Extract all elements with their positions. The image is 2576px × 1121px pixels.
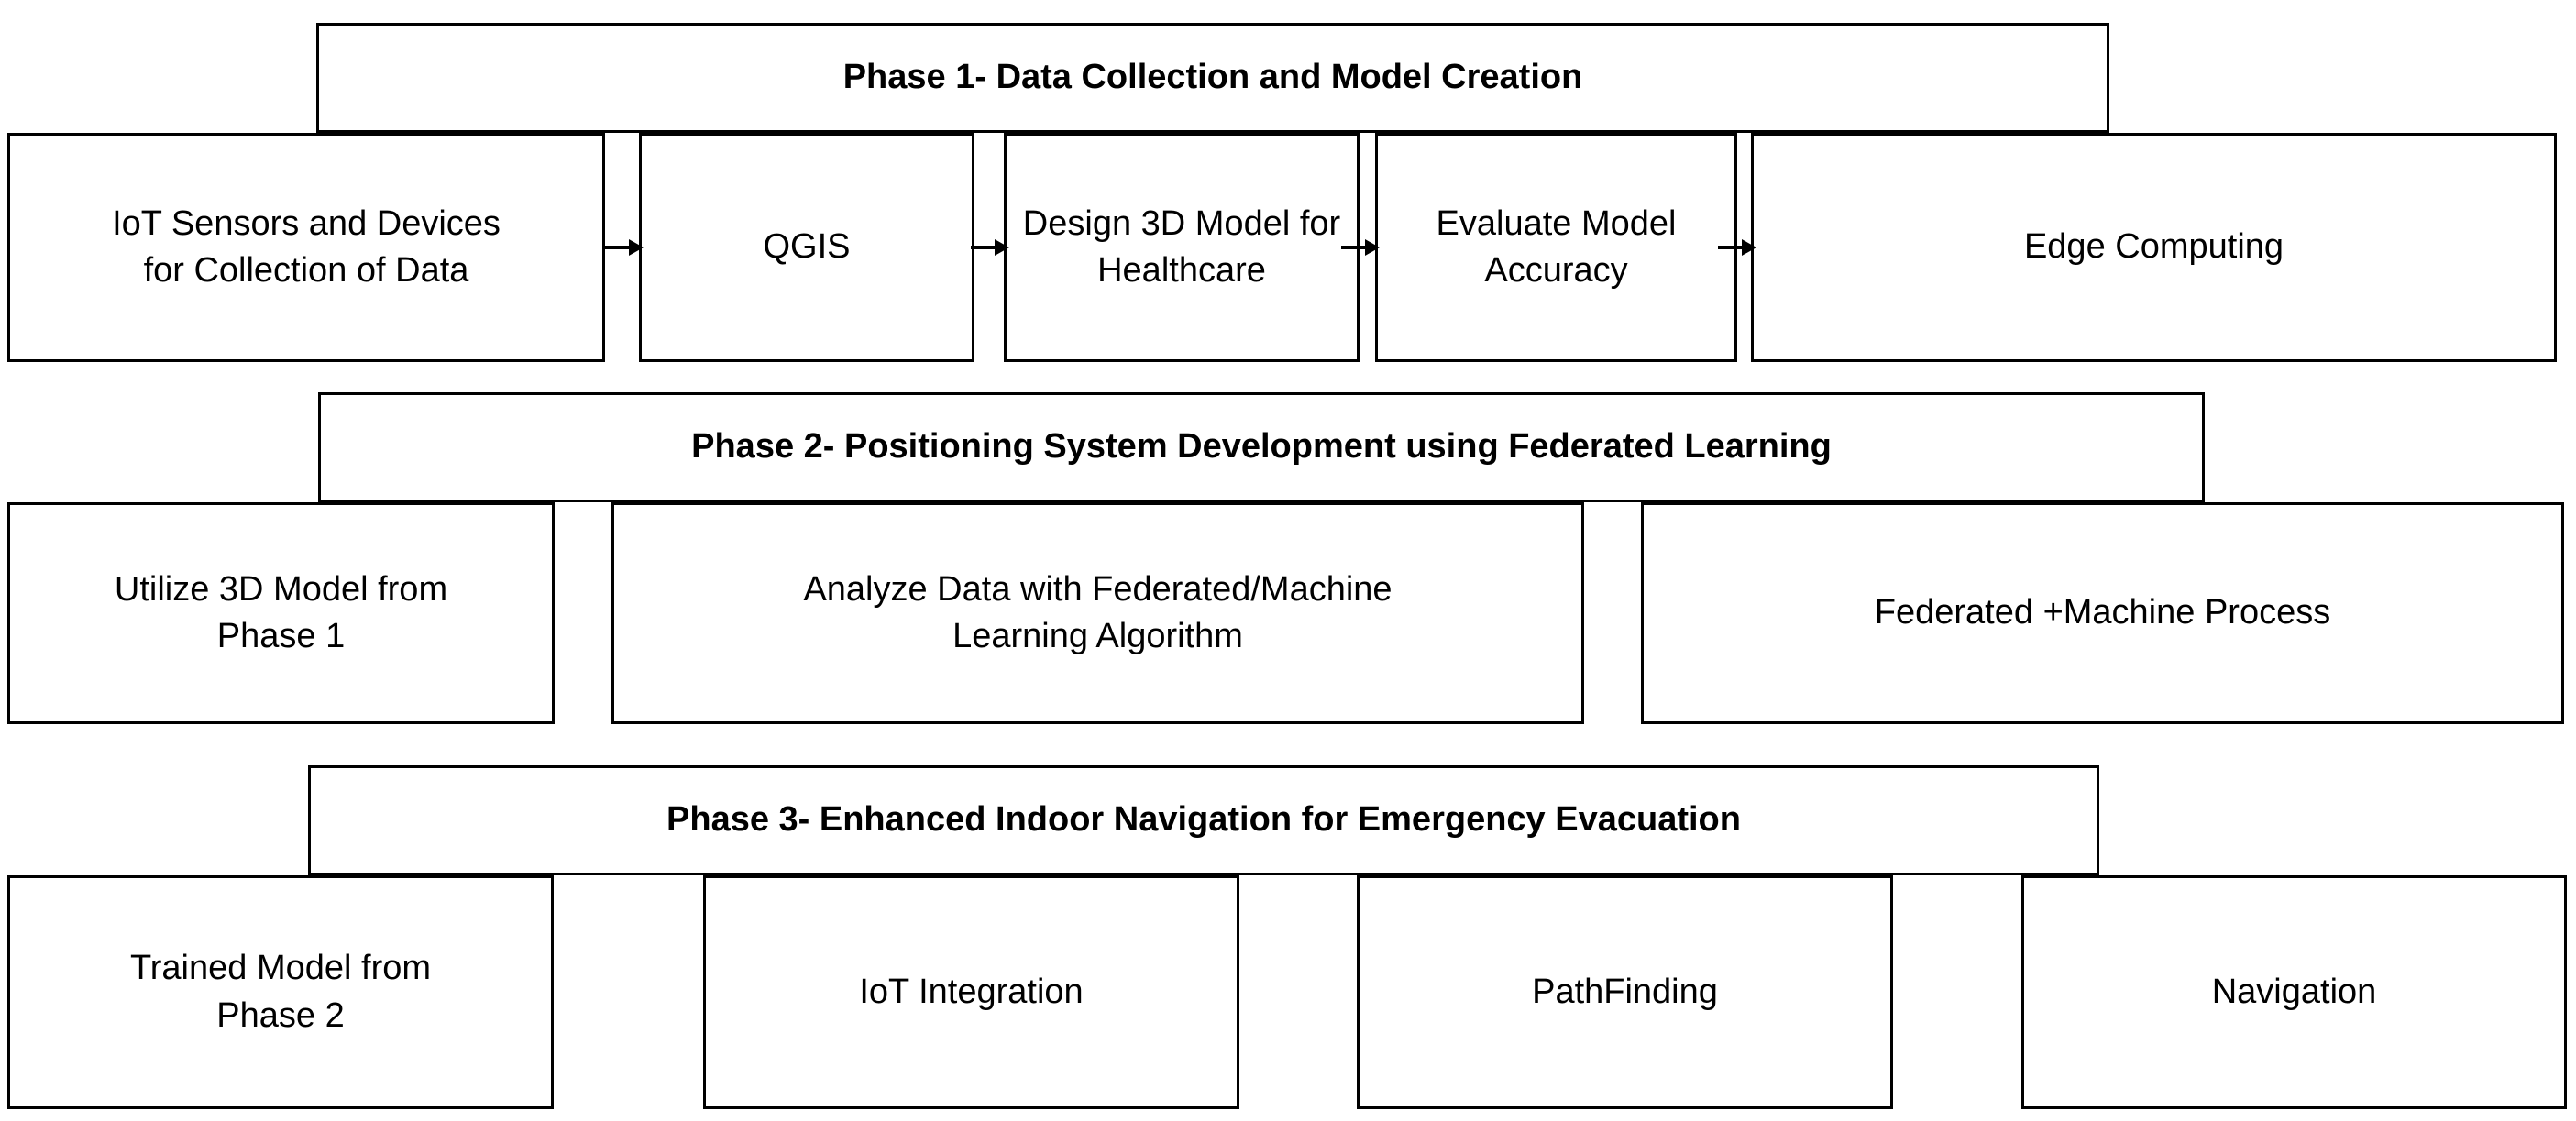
arrow-right-icon-p1-4 — [1718, 236, 1756, 259]
node-label: IoT Integration — [859, 972, 1084, 1011]
arrow-right-icon-p1-2 — [971, 236, 1009, 259]
node-label: Federated +Machine Process — [1874, 593, 2331, 632]
node-label: IoT Sensors and Devices for Collection o… — [112, 203, 501, 290]
phase-2-header: Phase 2- Positioning System Development … — [318, 392, 2205, 502]
node-label: Edge Computing — [2023, 227, 2284, 267]
node-label: Utilize 3D Model from Phase 1 — [114, 569, 448, 655]
node-label: Design 3D Model for Healthcare — [1022, 203, 1341, 290]
node-label: PathFinding — [1532, 972, 1718, 1011]
node-analyze-data-federated-machine[interactable]: Analyze Data with Federated/Machine Lear… — [611, 502, 1584, 724]
node-label: Trained Model from Phase 2 — [129, 949, 432, 1035]
node-qgis[interactable]: QGIS — [639, 133, 974, 362]
node-label: QGIS — [763, 227, 851, 267]
node-utilize-3d-model[interactable]: Utilize 3D Model from Phase 1 — [7, 502, 555, 724]
node-pathfinding[interactable]: PathFinding — [1357, 875, 1893, 1109]
arrow-right-icon-p1-1 — [605, 236, 644, 259]
node-evaluate-model-accuracy[interactable]: Evaluate Model Accuracy — [1375, 133, 1737, 362]
node-iot-integration[interactable]: IoT Integration — [703, 875, 1239, 1109]
node-label: Evaluate Model Accuracy — [1436, 203, 1677, 290]
arrow-right-icon-p1-3 — [1341, 236, 1380, 259]
node-label: Analyze Data with Federated/Machine Lear… — [803, 569, 1393, 655]
node-navigation[interactable]: Navigation — [2021, 875, 2567, 1109]
node-federated-machine-process[interactable]: Federated +Machine Process — [1641, 502, 2564, 724]
node-trained-model-phase-2[interactable]: Trained Model from Phase 2 — [7, 875, 554, 1109]
node-edge-computing[interactable]: Edge Computing — [1751, 133, 2557, 362]
phase-3-header: Phase 3- Enhanced Indoor Navigation for … — [308, 765, 2099, 875]
phase-1-header: Phase 1- Data Collection and Model Creat… — [316, 23, 2109, 133]
node-label: Navigation — [2211, 972, 2377, 1011]
node-design-3d-model[interactable]: Design 3D Model for Healthcare — [1004, 133, 1360, 362]
node-iot-sensors-devices[interactable]: IoT Sensors and Devices for Collection o… — [7, 133, 605, 362]
